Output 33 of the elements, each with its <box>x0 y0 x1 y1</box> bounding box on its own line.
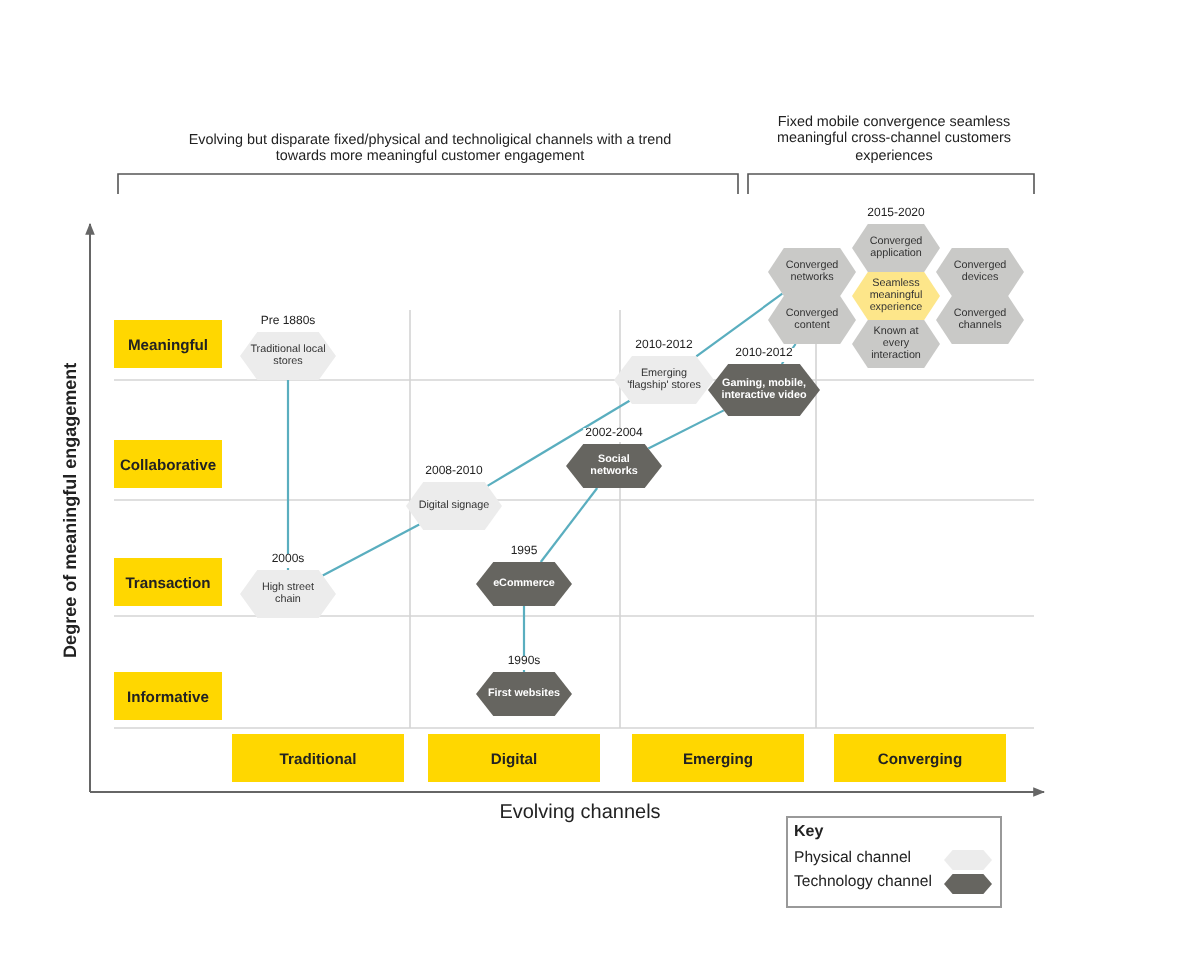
channel-hexagon <box>566 444 662 488</box>
column-label-box <box>632 734 804 782</box>
connector-line <box>647 409 725 450</box>
channel-hexagon <box>852 320 940 368</box>
connector-line <box>486 399 631 487</box>
channel-hexagon <box>240 570 336 618</box>
row-label-box <box>114 320 222 368</box>
channel-hexagon <box>406 482 502 530</box>
row-label-box <box>114 558 222 606</box>
connector-line <box>522 606 526 672</box>
column-label-box <box>428 734 600 782</box>
channel-hexagon <box>936 296 1024 344</box>
legend-title: Key <box>794 822 826 841</box>
connector-line <box>539 487 599 563</box>
channel-hexagon <box>614 356 714 404</box>
channel-hexagon <box>852 272 940 320</box>
channel-hexagon <box>476 562 572 606</box>
channel-hexagon <box>768 296 856 344</box>
column-label-box <box>834 734 1006 782</box>
channel-hexagon <box>852 224 940 272</box>
column-label-box <box>232 734 404 782</box>
connector-line <box>695 292 783 358</box>
channel-hexagon <box>936 248 1024 296</box>
connector-line <box>286 380 290 570</box>
axis-title: Evolving channels <box>497 802 663 825</box>
channel-hexagon <box>768 248 856 296</box>
row-label-box <box>114 440 222 488</box>
channel-hexagon <box>240 332 336 380</box>
axis-title: Degree of meaningful engagement <box>59 360 81 662</box>
channel-hexagon <box>708 364 820 416</box>
channel-hexagon <box>476 672 572 716</box>
connector-line <box>322 523 420 577</box>
row-label-box <box>114 672 222 720</box>
